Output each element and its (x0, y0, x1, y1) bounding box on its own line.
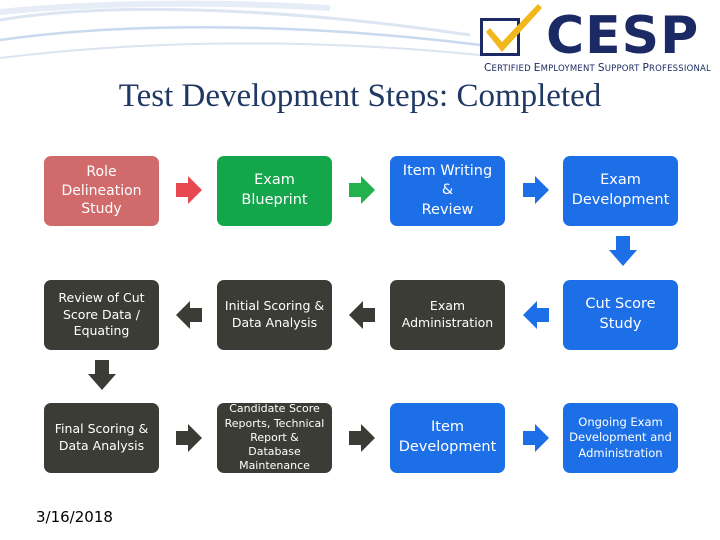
logo-word: CESP (546, 6, 700, 66)
arrow-down-icon (609, 236, 637, 266)
arrow-left-icon (176, 301, 202, 329)
decorative-swoosh (0, 0, 481, 59)
arrow-left-icon (349, 301, 375, 329)
step-item-writing-review: Item Writing & Review (390, 156, 505, 226)
step-final-scoring: Final Scoring & Data Analysis (44, 403, 159, 473)
arrow-right-icon (176, 424, 202, 452)
arrow-right-icon (523, 424, 549, 452)
arrow-right-icon (349, 176, 375, 204)
step-initial-scoring: Initial Scoring & Data Analysis (217, 280, 332, 350)
arrow-left-icon (523, 301, 549, 329)
arrow-down-icon (88, 360, 116, 390)
step-cut-score-study: Cut Score Study (563, 280, 678, 350)
step-candidate-reports: Candidate Score Reports, Technical Repor… (217, 402, 332, 473)
step-review-cut-score: Review of Cut Score Data / Equating (44, 280, 159, 350)
step-item-development: Item Development (390, 403, 505, 473)
logo-checkmark-icon (486, 4, 542, 52)
arrow-right-icon (523, 176, 549, 204)
logo-tagline: CERTIFIED EMPLOYMENT SUPPORT PROFESSIONA… (484, 62, 711, 74)
page-title: Test Development Steps: Completed (118, 78, 602, 114)
step-role-delineation: Role Delineation Study (44, 156, 159, 226)
step-ongoing-exam: Ongoing Exam Development and Administrat… (563, 403, 678, 473)
arrow-right-icon (176, 176, 202, 204)
arrow-right-icon (349, 424, 375, 452)
step-exam-development: Exam Development (563, 156, 678, 226)
cesp-logo: CESP CERTIFIED EMPLOYMENT SUPPORT PROFES… (480, 4, 716, 76)
slide-date: 3/16/2018 (36, 508, 113, 526)
step-exam-blueprint: Exam Blueprint (217, 156, 332, 226)
step-exam-administration: Exam Administration (390, 280, 505, 350)
